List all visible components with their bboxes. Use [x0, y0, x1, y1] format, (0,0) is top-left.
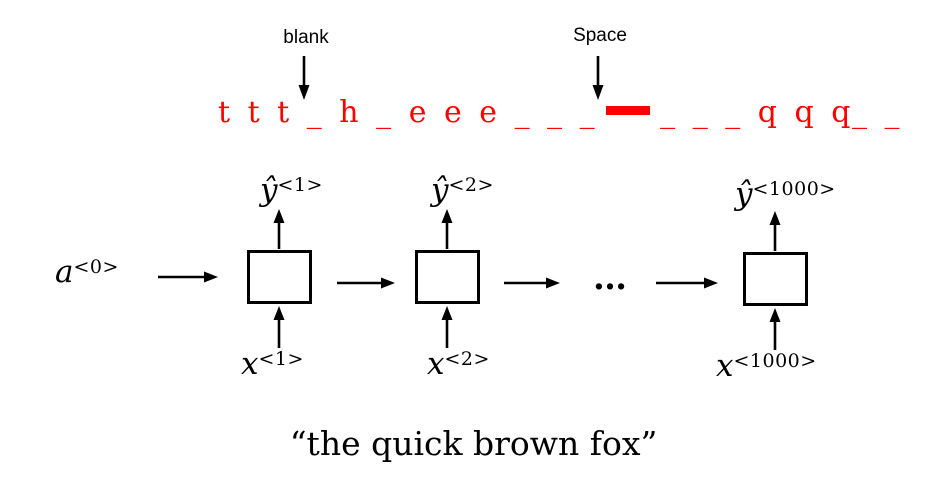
input-base-1000: x — [716, 348, 734, 384]
blank-label: blank — [283, 27, 329, 48]
output-superscript-1: <1> — [277, 174, 323, 196]
input-label-1000: x<1000> — [716, 348, 817, 384]
cell1000-output-arrow-up-icon — [769, 211, 781, 251]
transcript-caption: “the quick brown fox” — [289, 424, 658, 463]
cell2-output-arrow-up-icon — [441, 209, 453, 249]
output-base-1: ŷ — [260, 172, 278, 208]
blank-arrow-down-icon — [298, 56, 310, 100]
ctc-output-sequence: t t t _ h _ e e e _ _ _ _ _ _ q q q_ _ — [218, 96, 901, 129]
input-superscript-1: <1> — [258, 348, 304, 370]
cell2-input-arrow-up-icon — [441, 306, 453, 348]
arrow-cell2-to-ellipsis-icon — [504, 277, 560, 289]
cell1-output-arrow-up-icon — [273, 209, 285, 249]
ellipsis: … — [593, 258, 627, 298]
input-superscript-1000: <1000> — [733, 350, 817, 372]
rnn-cell-1000 — [743, 252, 808, 306]
input-label-1: x<1> — [241, 346, 304, 382]
output-superscript-2: <2> — [448, 174, 494, 196]
space-arrow-down-icon — [592, 56, 604, 100]
input-superscript-2: <2> — [444, 348, 490, 370]
output-label-1: ŷ<1> — [260, 172, 323, 208]
arrow-ellipsis-to-cell1000-icon — [656, 277, 718, 289]
initial-activation-label: a<0> — [55, 254, 119, 290]
cell1-input-arrow-up-icon — [273, 306, 285, 348]
output-label-2: ŷ<2> — [431, 172, 494, 208]
output-label-1000: ŷ<1000> — [735, 176, 836, 212]
input-label-2: x<2> — [427, 346, 490, 382]
input-base-1: x — [241, 346, 259, 382]
ctc-segment-after-space: _ _ _ q q q_ _ — [660, 95, 901, 130]
ctc-segment-before-space: t t t _ h _ e e e _ _ _ — [218, 95, 597, 130]
rnn-cell-2 — [415, 250, 480, 304]
input-base-2: x — [427, 346, 445, 382]
space-token-bar — [606, 106, 651, 115]
space-label: Space — [573, 25, 627, 46]
cell1000-input-arrow-up-icon — [769, 308, 781, 350]
initial-activation-superscript: <0> — [73, 256, 119, 278]
arrow-cell1-to-cell2-icon — [337, 277, 395, 289]
arrow-a0-to-cell1-icon — [158, 271, 218, 283]
output-base-2: ŷ — [431, 172, 449, 208]
rnn-cell-1 — [247, 250, 312, 304]
output-superscript-1000: <1000> — [752, 178, 836, 200]
output-base-1000: ŷ — [735, 176, 753, 212]
initial-activation-base: a — [55, 254, 74, 290]
